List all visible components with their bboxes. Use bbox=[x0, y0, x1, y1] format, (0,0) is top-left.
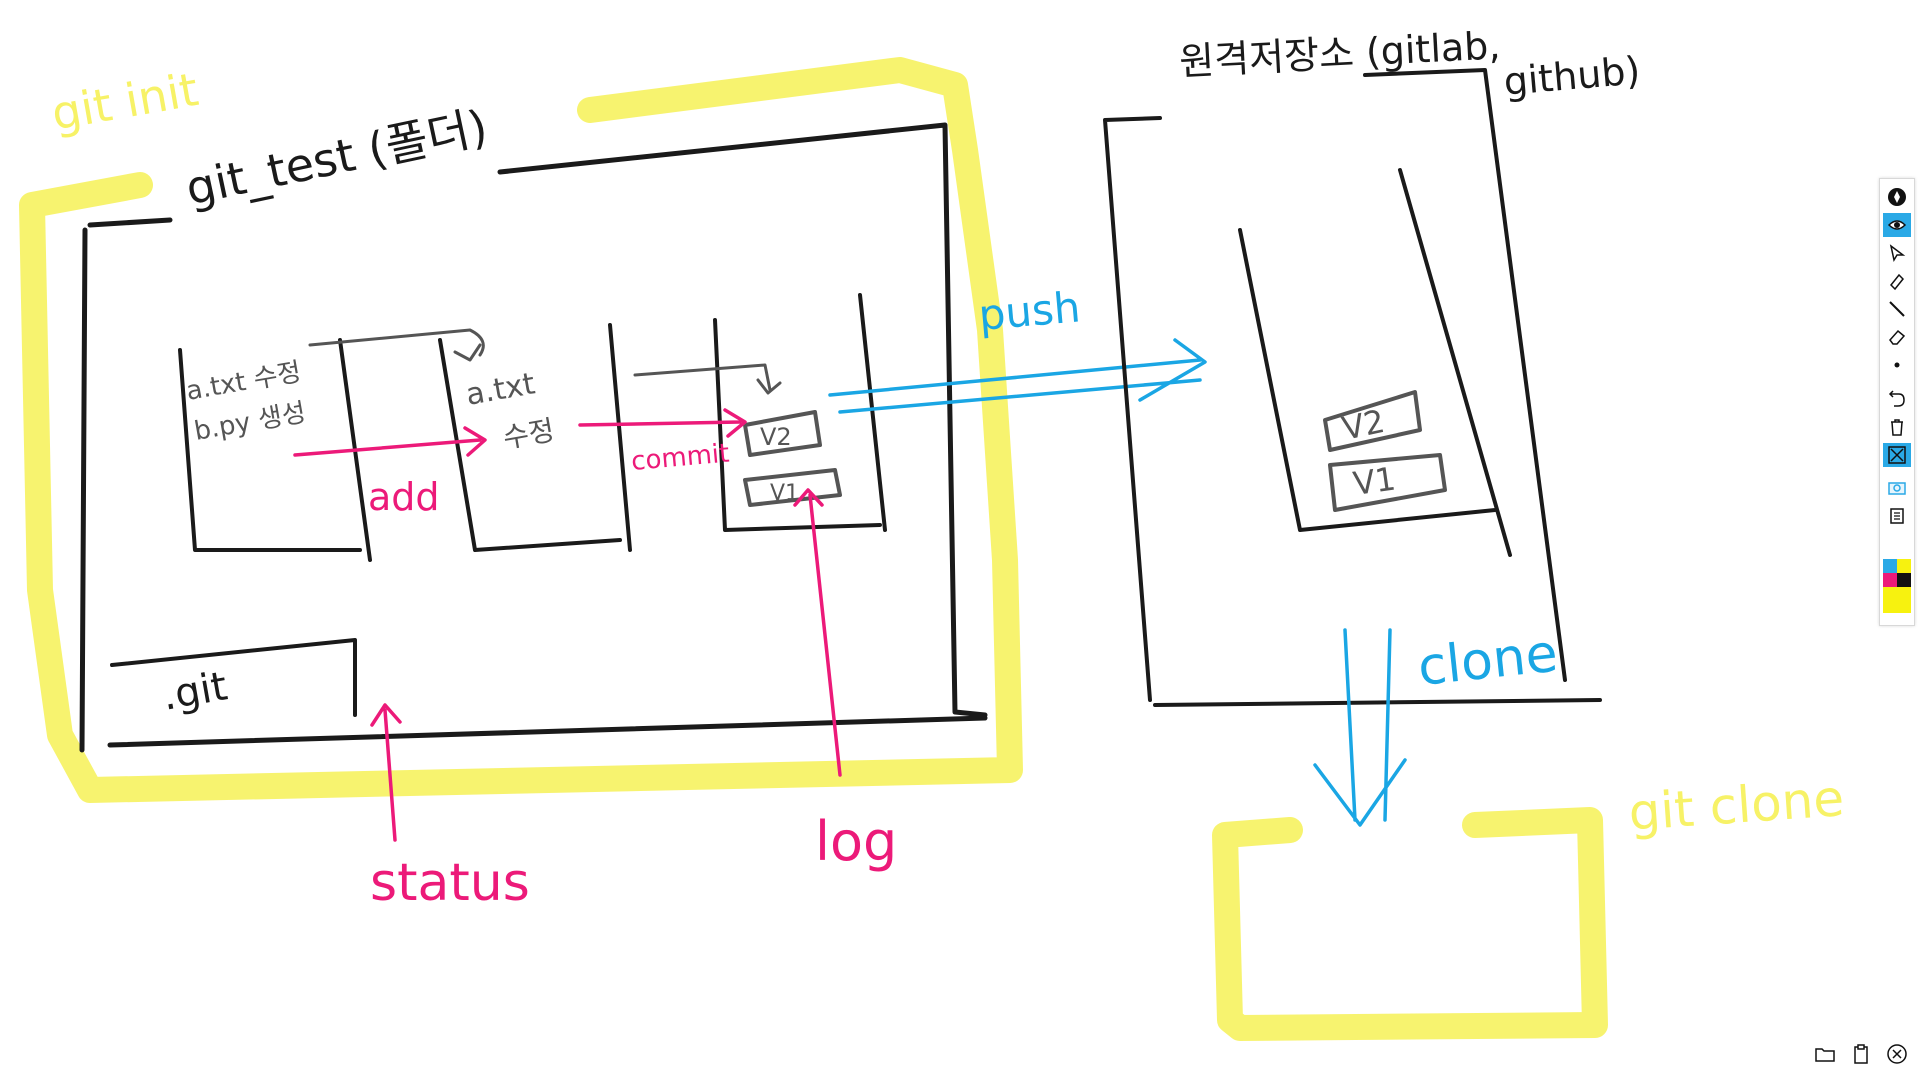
folder-icon[interactable] bbox=[1813, 1042, 1837, 1066]
line-icon[interactable] bbox=[1883, 297, 1911, 321]
clone-label: clone bbox=[1415, 624, 1560, 698]
working-note-1: a.txt 수정 bbox=[184, 357, 304, 407]
close-circle-icon[interactable] bbox=[1885, 1042, 1909, 1066]
eraser-icon[interactable] bbox=[1883, 325, 1911, 349]
folder-box bbox=[79, 122, 988, 753]
current-color-swatch[interactable] bbox=[1883, 587, 1911, 613]
camera-icon[interactable] bbox=[1883, 475, 1911, 499]
git-clone-highlight bbox=[1212, 807, 1608, 1041]
commit-arrow bbox=[578, 408, 747, 438]
staging-zone bbox=[438, 323, 632, 552]
git-dir-box bbox=[110, 638, 357, 717]
undo-icon[interactable] bbox=[1883, 387, 1911, 411]
push-label: push bbox=[977, 282, 1083, 340]
log-arrow bbox=[793, 488, 842, 777]
close-box-icon[interactable] bbox=[1883, 443, 1911, 467]
pink-swatch[interactable] bbox=[1883, 573, 1897, 587]
git-dir-label: .git bbox=[159, 663, 231, 720]
commit-label: commit bbox=[630, 439, 731, 477]
folder-label: git_test (폴더) bbox=[181, 99, 492, 216]
clipboard-icon[interactable] bbox=[1883, 503, 1911, 527]
git-init-highlight bbox=[19, 57, 1023, 803]
working-note-2: b.py 생성 bbox=[192, 398, 308, 447]
highlighter-icon[interactable] bbox=[1883, 269, 1911, 293]
git-clone-label: git clone bbox=[1627, 769, 1846, 842]
dot-icon[interactable] bbox=[1883, 353, 1911, 377]
remote-commit-v2 bbox=[1323, 390, 1422, 452]
eye-icon[interactable] bbox=[1883, 213, 1911, 237]
annotation-toolbar bbox=[1879, 178, 1915, 626]
add-arrow bbox=[293, 426, 487, 457]
log-label: log bbox=[815, 810, 897, 873]
clone-arrow bbox=[1313, 628, 1407, 827]
edit-arrow bbox=[308, 328, 485, 362]
remote-box bbox=[1103, 68, 1602, 707]
remote-commit-v1 bbox=[1328, 453, 1447, 512]
black-swatch[interactable] bbox=[1897, 573, 1911, 587]
local-repo-zone bbox=[713, 293, 887, 532]
local-v1-label: V1 bbox=[770, 481, 799, 506]
add-label: add bbox=[368, 475, 440, 519]
pen-icon[interactable] bbox=[1883, 185, 1911, 209]
local-commit-v2 bbox=[743, 410, 822, 457]
remote-v2-label: V2 bbox=[1339, 402, 1388, 448]
local-commit-v1 bbox=[743, 468, 842, 507]
clipboard-icon[interactable] bbox=[1849, 1042, 1873, 1066]
staged-file-label: a.txt bbox=[463, 366, 537, 413]
staged-note-label: 수정 bbox=[500, 413, 556, 454]
remote-title-label-2: github) bbox=[1502, 48, 1642, 104]
yellow-swatch-small[interactable] bbox=[1897, 559, 1911, 573]
status-label: status bbox=[370, 853, 530, 913]
remote-repo-zone bbox=[1238, 168, 1512, 557]
status-arrow bbox=[370, 703, 402, 842]
blue-swatch[interactable] bbox=[1883, 559, 1897, 573]
pointer-icon[interactable] bbox=[1883, 241, 1911, 265]
stage-arrow bbox=[633, 363, 782, 395]
remote-v1-label: V1 bbox=[1351, 459, 1398, 503]
local-v2-label: V2 bbox=[760, 423, 792, 451]
trash-icon[interactable] bbox=[1883, 415, 1911, 439]
remote-title-label: 원격저장소 (gitlab, bbox=[1178, 23, 1501, 84]
git-init-label: git init bbox=[48, 62, 203, 141]
push-arrow bbox=[828, 338, 1207, 414]
